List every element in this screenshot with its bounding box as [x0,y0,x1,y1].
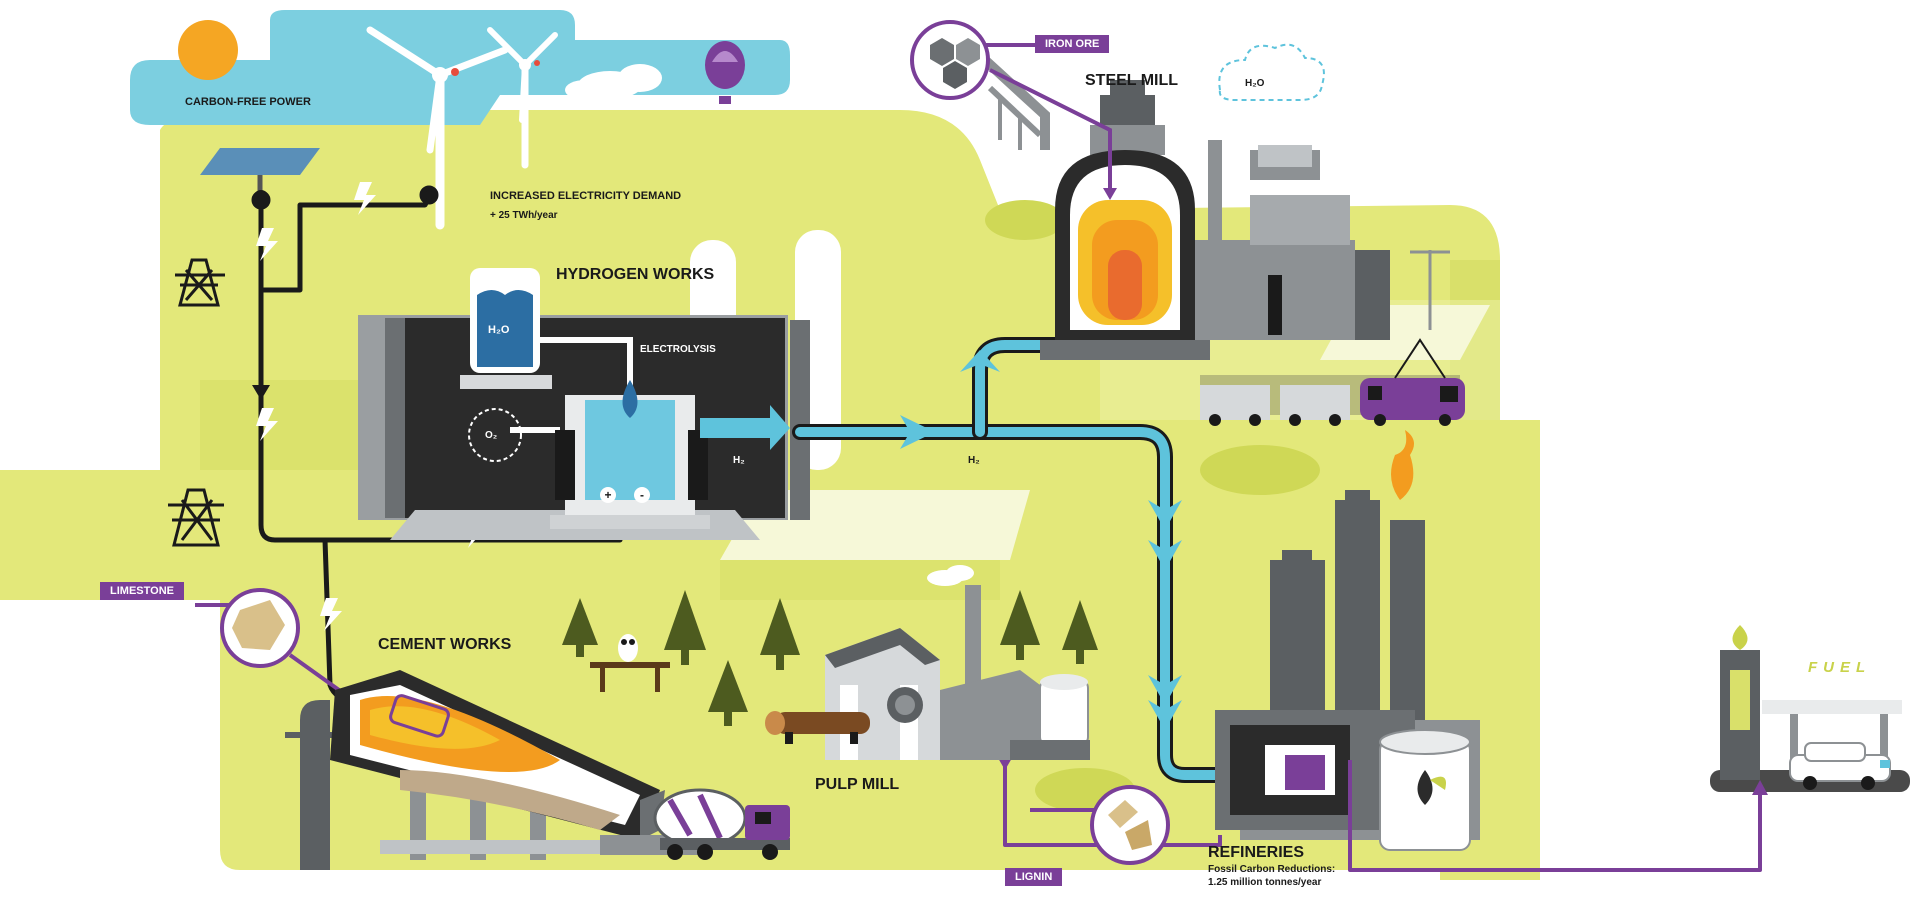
sun-icon [178,20,238,80]
h2o-tank-label: H₂O [488,324,510,336]
o2-label: O₂ [485,430,498,441]
landscape [0,110,1910,880]
iron-ore-tag: IRON ORE [1035,35,1110,53]
refineries-sub2: 1.25 million tonnes/year [1208,877,1322,888]
fuel-station [1720,625,1902,790]
arrow-down-icon [252,385,270,400]
svg-text:+: + [604,488,611,502]
lignin-icon [1090,785,1170,865]
arrow-up-icon [1752,780,1768,795]
refineries-label: REFINERIES [1208,844,1305,861]
svg-text:-: - [640,488,644,502]
wind-turbine-icon [487,27,558,169]
h2o-cloud-label: H₂O [1245,78,1265,89]
arrow-right-icon [700,405,790,450]
hot-air-balloon-icon [705,41,745,104]
hydrogen-works-building: + - [358,230,841,540]
carbon-free-power-label: CARBON-FREE POWER [185,96,311,108]
flame-icon [1391,430,1414,500]
electricity-demand-value: + 25 TWh/year [490,210,558,221]
pulp-mill-label: PULP MILL [815,776,900,793]
wind-turbine-icon [366,26,509,230]
electrolysis-label: ELECTROLYSIS [640,344,716,355]
electricity-demand-label: INCREASED ELECTRICITY DEMAND [490,190,682,202]
limestone-icon [195,588,362,707]
tree-icons [562,590,1098,726]
pylon-icon [168,488,224,547]
cement-works-kiln [285,670,700,870]
steel-mill-label: STEEL MILL [1085,72,1179,89]
steam-cloud-icon [1218,43,1325,101]
owl-icon [618,634,638,662]
cement-works-label: CEMENT WORKS [378,636,512,653]
bench-icon [590,662,670,692]
h2-inner-label: H₂ [733,455,745,466]
train-icon [1200,338,1465,426]
pulp-mill-building [765,565,1090,760]
steel-mill-building [981,56,1450,360]
water-drop-icon [622,380,638,418]
refineries-sub1: Fossil Carbon Reductions: [1208,864,1336,875]
pylon-icon [175,258,225,307]
refinery-building [1215,430,1480,851]
cement-truck-icon [653,788,790,860]
lignin-tag: LIGNIN [1005,868,1063,886]
limestone-tag: LIMESTONE [100,582,184,600]
h2-pipe-label: H₂ [968,455,980,466]
fuel-sign: FUEL [1808,659,1872,676]
iron-ore-icon [910,20,1050,100]
hydrogen-works-label: HYDROGEN WORKS [556,266,715,283]
